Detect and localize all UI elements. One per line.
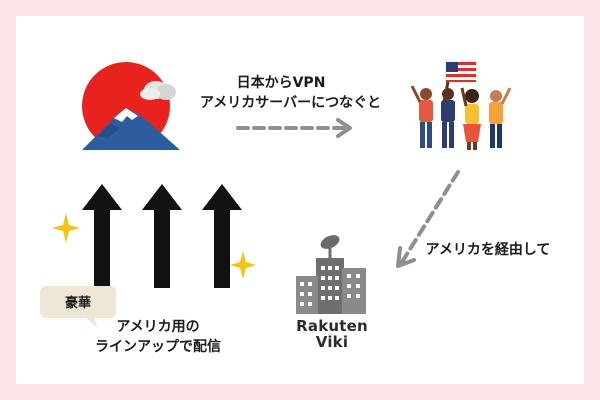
vpn-label-line1: 日本からVPN	[236, 75, 326, 91]
via-us-label: アメリカを経由して	[425, 242, 551, 258]
speech-bubble	[40, 286, 116, 328]
cheering-people-us-flag-icon	[410, 61, 512, 150]
sparkle-icon	[52, 213, 80, 243]
building-satellite-icon	[296, 235, 366, 314]
lineup-label-line2: ラインアップで配信	[95, 339, 221, 355]
bubble-label: 豪華	[64, 296, 91, 311]
vpn-label-line2: アメリカサーバーにつなぐと	[200, 95, 382, 111]
brand-name-line1: Rakuten	[296, 317, 368, 335]
infographic-card: 日本からVPN アメリカサーバーにつなぐと	[16, 16, 584, 384]
arrow-right-dashed-icon	[236, 118, 352, 138]
sparkle-icon	[230, 251, 256, 279]
mount-fuji-sun-icon	[82, 62, 180, 150]
lineup-label-line1: アメリカ用の	[116, 319, 200, 335]
brand-name-line2: Viki	[315, 333, 349, 351]
arrow-down-left-dashed-icon	[396, 170, 460, 268]
up-arrows-icon	[82, 184, 242, 288]
